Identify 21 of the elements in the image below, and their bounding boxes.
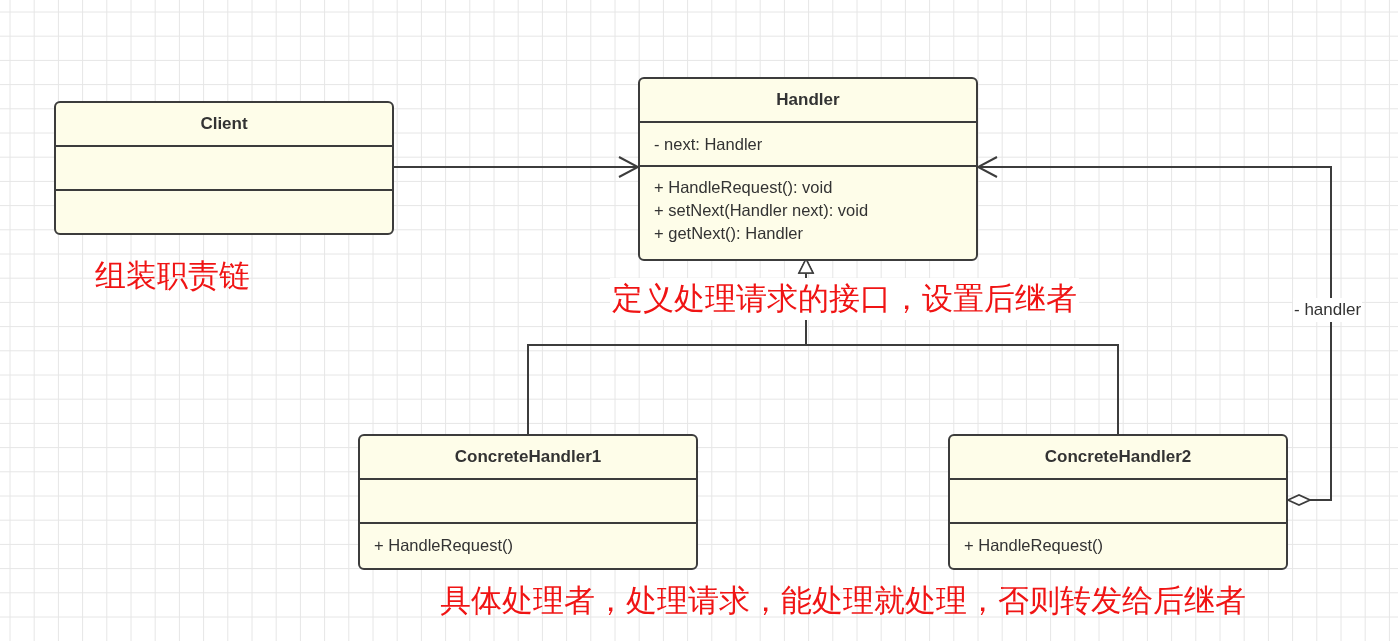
class-method: + HandleRequest() bbox=[374, 535, 513, 556]
annotation-text: 定义处理请求的接口，设置后继者 bbox=[610, 278, 1079, 320]
class-name: Client bbox=[200, 114, 248, 134]
class-method: + setNext(Handler next): void bbox=[654, 200, 869, 221]
class-method: + getNext(): Handler bbox=[654, 223, 804, 244]
class-name: ConcreteHandler1 bbox=[454, 447, 602, 467]
annotation-text: 具体处理者，处理请求，能处理就处理，否则转发给后继者 bbox=[440, 581, 1246, 620]
class-box bbox=[54, 101, 394, 235]
inheritance-arrow bbox=[798, 258, 1119, 435]
class-name: Handler bbox=[776, 90, 840, 110]
class-box bbox=[638, 77, 978, 261]
class-method: + HandleRequest() bbox=[964, 535, 1103, 556]
edge-label: - handler bbox=[1293, 298, 1363, 322]
class-box bbox=[948, 434, 1288, 570]
class-name: ConcreteHandler2 bbox=[1044, 447, 1192, 467]
annotation-text: 组装职责链 bbox=[95, 256, 250, 295]
class-attribute: - next: Handler bbox=[654, 134, 763, 155]
class-method: + HandleRequest(): void bbox=[654, 177, 833, 198]
aggregation-arrow bbox=[977, 156, 1332, 506]
class-box bbox=[358, 434, 698, 570]
association-arrow bbox=[393, 156, 639, 178]
